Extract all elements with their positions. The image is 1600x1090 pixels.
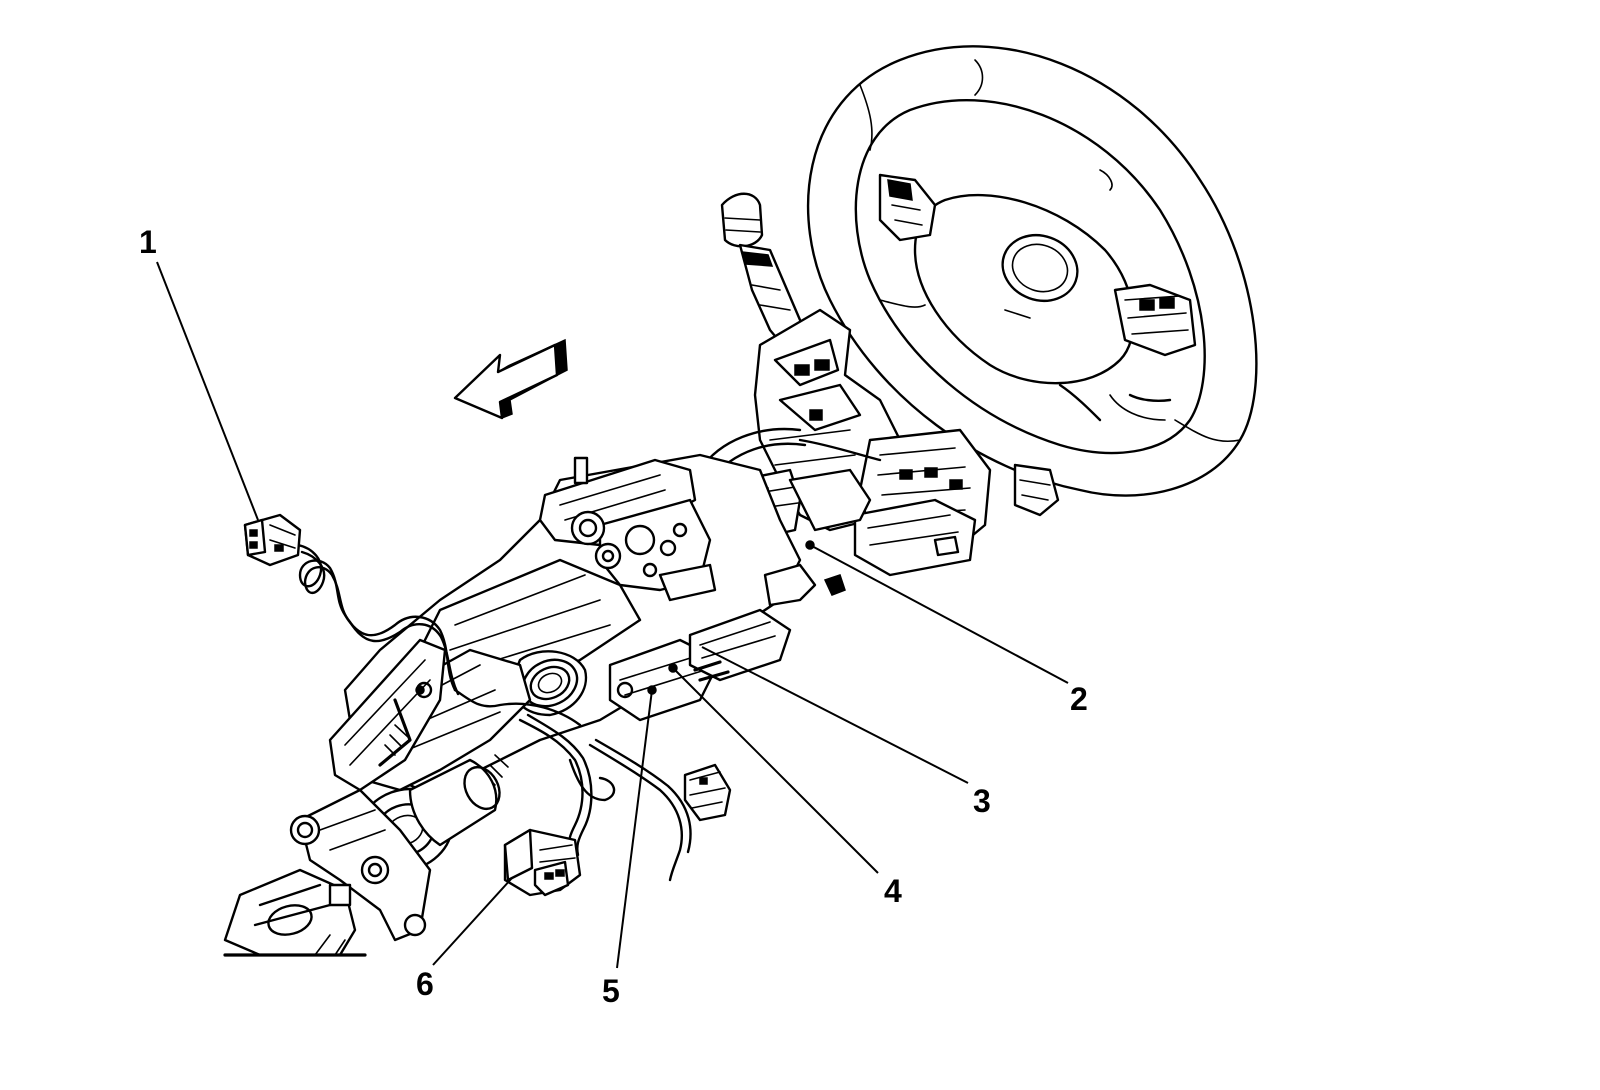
- leader-line-4: [672, 667, 879, 874]
- callout-labels: 1 2 3 4 5 6: [139, 224, 1088, 1009]
- callout-label-4: 4: [884, 873, 902, 909]
- left-arrow-icon: [453, 338, 568, 420]
- steering-wheel: [806, 45, 1258, 517]
- leader-line-2: [809, 544, 1069, 684]
- leader-lines: [156, 261, 1069, 969]
- column-jacket: [328, 453, 802, 792]
- leader-line-1: [156, 261, 259, 521]
- callout-label-2: 2: [1070, 681, 1088, 717]
- leader-line-3: [701, 646, 969, 784]
- callout-label-3: 3: [973, 783, 991, 819]
- callout-label-5: 5: [602, 973, 620, 1009]
- intermediate-shaft: [223, 758, 501, 957]
- callout-label-6: 6: [416, 966, 434, 1002]
- wiring-harness: [296, 543, 692, 882]
- upper-column-switch-assembly: [698, 308, 992, 577]
- connector-1: [243, 513, 302, 567]
- component-markers: [647, 540, 846, 695]
- callout-label-1: 1: [139, 224, 157, 260]
- leader-line-6: [432, 877, 513, 966]
- leader-line-5: [616, 689, 653, 969]
- connector-6: [503, 828, 582, 897]
- harness-connector-right: [683, 763, 732, 822]
